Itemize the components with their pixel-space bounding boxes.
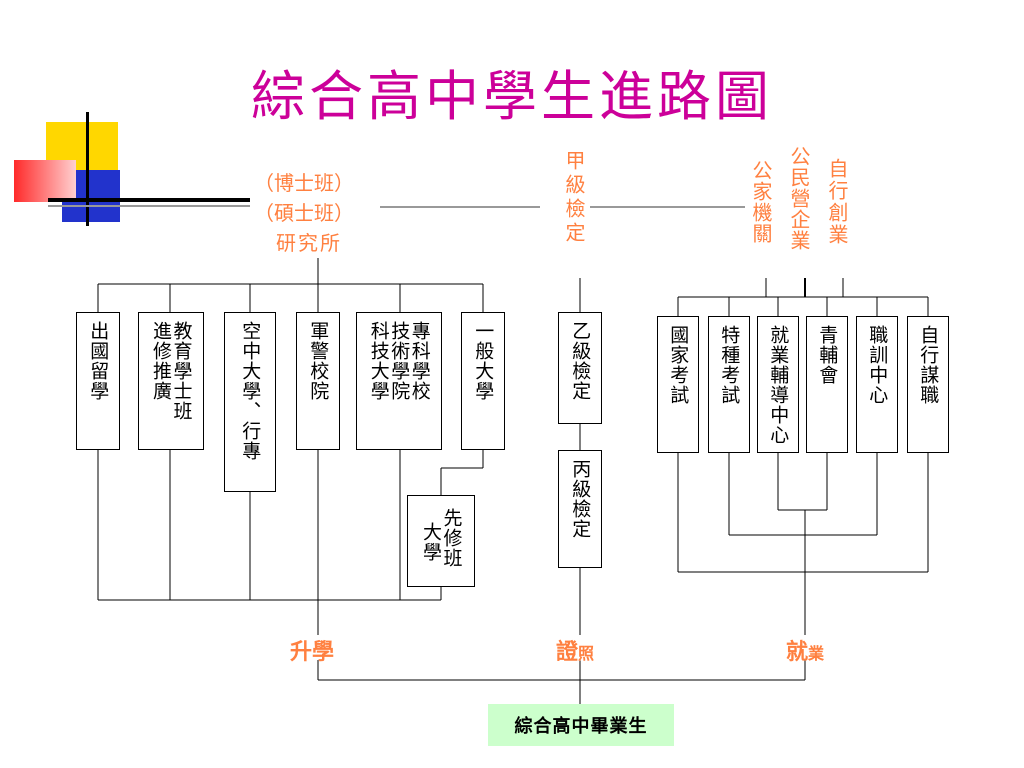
- box-overseas: 出國留學: [76, 312, 120, 450]
- category-certificate: 證照: [556, 639, 595, 665]
- deco-vertical-bar: [86, 112, 89, 226]
- page-title: 綜合高中學生進路圖: [251, 65, 773, 128]
- box-tech-colleges: 科技大學技術學院專科學校: [356, 312, 442, 450]
- label-phd: （博士班）: [254, 171, 354, 195]
- label-institute: 研究所: [276, 231, 342, 255]
- graduate-root-box: 綜合高中畢業生: [488, 704, 674, 746]
- box-general-university: 一般大學: [461, 312, 505, 450]
- box-national-exam: 國家考試: [657, 316, 699, 453]
- box-class-b: 乙級檢定: [558, 312, 602, 424]
- box-employment-center: 就業輔導中心: [757, 316, 799, 453]
- label-master: （碩士班）: [254, 201, 354, 225]
- label-self-startup: 自行創業: [825, 158, 849, 246]
- box-military-police: 軍警校院: [296, 312, 340, 450]
- box-youth-council: 青輔會: [806, 316, 848, 453]
- box-open-university: 空中大學、行專: [224, 312, 276, 492]
- box-extension: 進修推廣教育學士班: [138, 312, 204, 450]
- label-public: 公家機關: [749, 160, 773, 244]
- label-private: 公民營企業: [787, 146, 811, 251]
- box-special-exam: 特種考試: [708, 316, 750, 453]
- box-training-center: 職訓中心: [856, 316, 898, 453]
- category-study: 升學: [290, 639, 335, 665]
- box-self-employment: 自行謀職: [907, 316, 949, 453]
- box-class-c: 丙級檢定: [558, 450, 602, 568]
- category-employment: 就業: [786, 639, 825, 665]
- label-class-a: 甲級檢定: [562, 150, 586, 246]
- box-advance-class: 大學先修班: [407, 495, 475, 587]
- deco-red-square: [14, 160, 76, 202]
